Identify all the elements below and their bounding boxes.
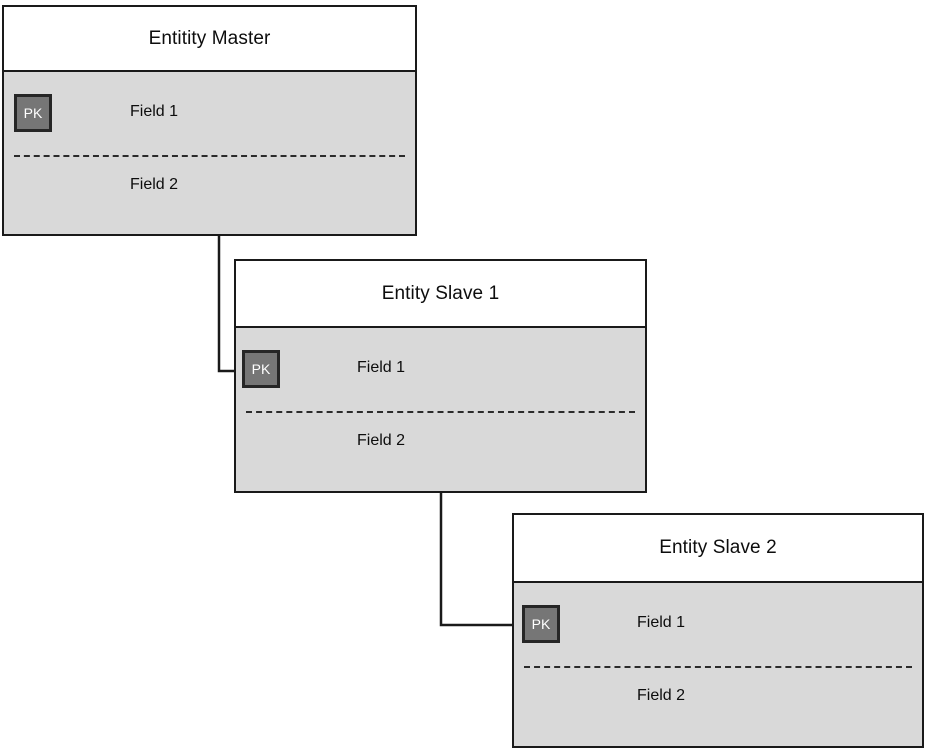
- connector-slave1-to-slave2: [439, 493, 520, 627]
- pk-badge-label: PK: [531, 616, 551, 632]
- entity-box-slave2[interactable]: Entity Slave 2 PK Field 1 Field 2: [512, 513, 924, 748]
- field-row[interactable]: Field 2: [514, 665, 922, 746]
- entity-header-slave2: Entity Slave 2: [514, 515, 922, 583]
- field-row[interactable]: Field 2: [4, 154, 415, 234]
- entity-body-slave1: PK Field 1 Field 2: [236, 328, 645, 491]
- field-label: Field 1: [637, 614, 686, 631]
- entity-title: Entity Slave 2: [659, 537, 777, 558]
- field-label: Field 2: [637, 687, 686, 704]
- field-label: Field 1: [357, 359, 406, 376]
- entity-title: Entitity Master: [148, 27, 271, 49]
- pk-badge-label: PK: [251, 361, 271, 377]
- field-row[interactable]: PK Field 1: [236, 328, 645, 410]
- entity-header-master: Entitity Master: [4, 7, 415, 72]
- entity-header-slave1: Entity Slave 1: [236, 261, 645, 328]
- field-label: Field 2: [357, 432, 406, 449]
- entity-body-master: PK Field 1 Field 2: [4, 72, 415, 234]
- field-separator: [246, 411, 635, 413]
- field-label: Field 1: [130, 103, 179, 120]
- field-row[interactable]: PK Field 1: [514, 583, 922, 665]
- pk-badge: PK: [14, 94, 52, 132]
- pk-badge: PK: [522, 605, 560, 643]
- pk-badge-label: PK: [23, 105, 43, 121]
- field-label: Field 2: [130, 176, 179, 193]
- entity-body-slave2: PK Field 1 Field 2: [514, 583, 922, 746]
- pk-badge: PK: [242, 350, 280, 388]
- entity-box-master[interactable]: Entitity Master PK Field 1 Field 2: [2, 5, 417, 236]
- field-row[interactable]: PK Field 1: [4, 72, 415, 154]
- entity-title: Entity Slave 1: [381, 282, 500, 304]
- field-row[interactable]: Field 2: [236, 410, 645, 491]
- field-separator: [524, 666, 912, 668]
- entity-box-slave1[interactable]: Entity Slave 1 PK Field 1 Field 2: [234, 259, 647, 493]
- field-separator: [14, 155, 405, 157]
